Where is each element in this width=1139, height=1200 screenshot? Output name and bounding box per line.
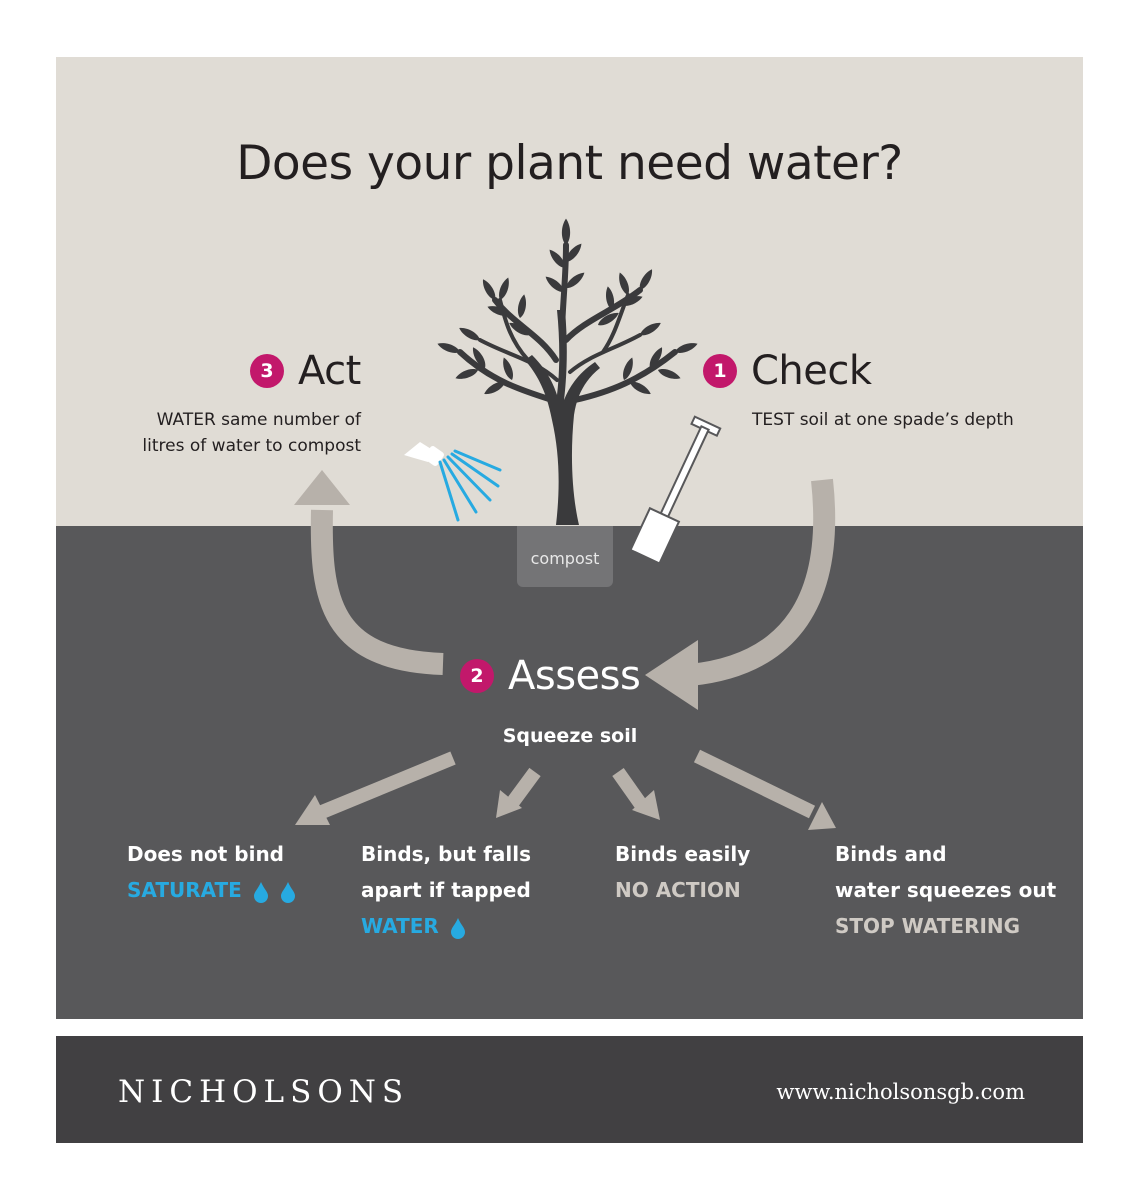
outcome-arrowhead-2 (496, 790, 522, 818)
step-act-description: WATER same number of litres of water to … (130, 407, 361, 459)
outcome-condition: Does not bind (127, 842, 285, 866)
outcome-condition-line2: water squeezes out (835, 878, 1057, 902)
hose-spray-icon (404, 442, 502, 522)
outcome-action: SATURATE (127, 872, 296, 908)
step-check-badge: 1 (703, 354, 737, 388)
outcome-arrowhead-1 (295, 795, 330, 825)
soil-panel (56, 526, 1083, 1019)
outcome-binds-easily: Binds easily NO ACTION (615, 836, 750, 908)
step-check-description: TEST soil at one spade’s depth (752, 410, 1014, 430)
water-drop-icon (253, 881, 268, 903)
compost-label: compost (517, 526, 613, 587)
outcome-arrowhead-3 (632, 790, 660, 820)
outcome-arrow-1 (319, 751, 456, 819)
step-act-badge: 3 (250, 354, 284, 388)
step-assess-heading: 2 Assess (460, 653, 641, 699)
page-title: Does your plant need water? (236, 136, 903, 191)
step-assess-badge: 2 (460, 659, 494, 693)
outcome-action: WATER (361, 908, 531, 944)
step-assess-label: Assess (508, 653, 641, 699)
outcome-condition-line1: Binds and (835, 842, 947, 866)
outcome-arrow-3 (612, 767, 648, 811)
outcome-action-label: SATURATE (127, 878, 242, 902)
step-act-desc-line2: litres of water to compost (142, 436, 361, 456)
outcome-binds-falls-apart: Binds, but falls apart if tapped WATER (361, 836, 531, 944)
outcome-condition-line2: apart if tapped (361, 878, 531, 902)
step-act-label: Act (298, 348, 361, 394)
website-link[interactable]: www.nicholsonsgb.com (776, 1080, 1025, 1104)
outcome-condition: Binds easily (615, 842, 751, 866)
assess-to-act-arrow (294, 470, 444, 675)
outcome-action-label: NO ACTION (615, 878, 741, 902)
tree-icon (436, 218, 699, 525)
outcome-water-squeezes-out: Binds and water squeezes out STOP WATERI… (835, 836, 1056, 944)
outcome-does-not-bind: Does not bind SATURATE (127, 836, 296, 908)
check-to-assess-arrow (645, 478, 836, 710)
step-act-desc-line1: WATER same number of (156, 410, 361, 430)
step-check-heading: 1 Check (703, 348, 872, 394)
water-drop-icon (280, 881, 295, 903)
outcome-condition-line1: Binds, but falls (361, 842, 532, 866)
brand-logo: NICHOLSONS (118, 1074, 410, 1110)
outcome-arrows (295, 749, 836, 830)
outcome-arrow-4 (693, 749, 816, 819)
water-drop-icon (450, 917, 465, 939)
step-act-heading: 3 Act (250, 348, 361, 394)
outcome-action-label: WATER (361, 914, 439, 938)
step-check-label: Check (751, 348, 872, 394)
outcome-action-label: STOP WATERING (835, 914, 1021, 938)
spade-icon (629, 415, 722, 565)
outcome-arrowhead-4 (808, 802, 836, 830)
step-assess-description: Squeeze soil (502, 725, 638, 747)
outcome-arrow-2 (504, 767, 541, 811)
footer-bar (56, 1036, 1083, 1143)
